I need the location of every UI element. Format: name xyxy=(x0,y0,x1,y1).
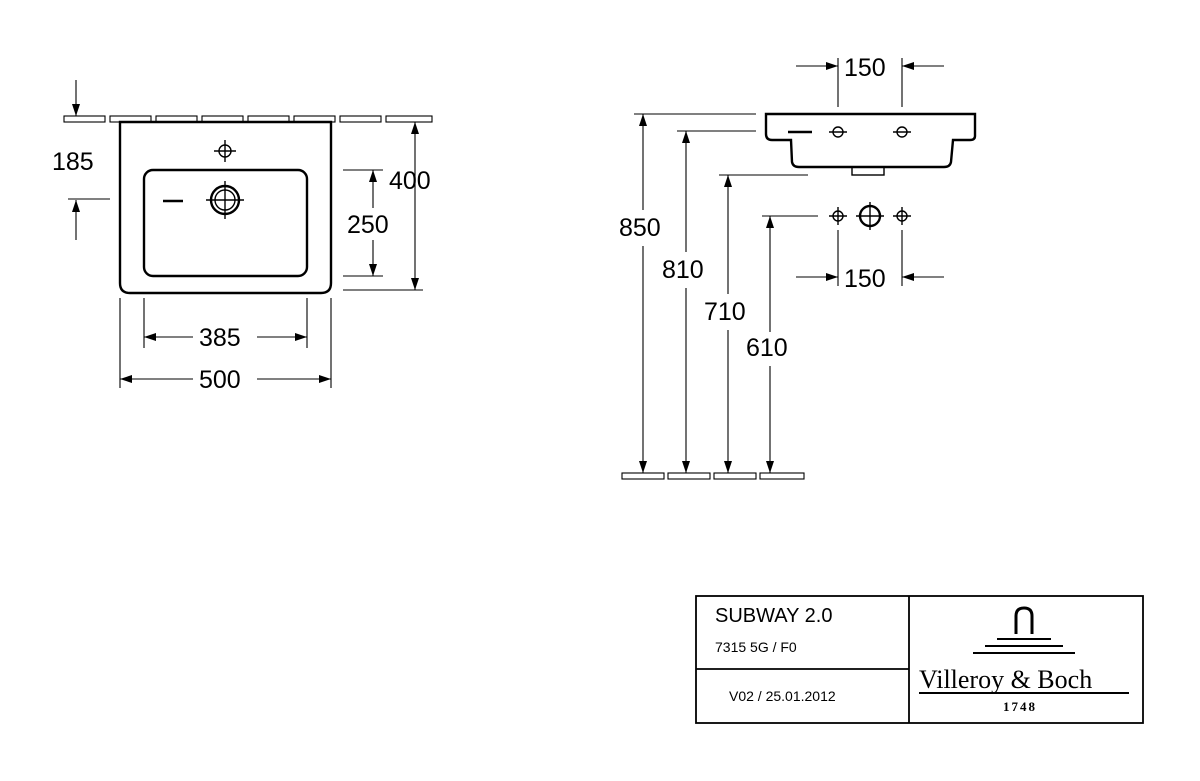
side-view: 150 150 xyxy=(619,54,977,480)
dim-label-185: 185 xyxy=(52,148,94,176)
dim-150-top: 150 xyxy=(796,54,944,107)
dim-label-150-bottom: 150 xyxy=(844,265,886,293)
dim-label-385: 385 xyxy=(199,324,241,352)
basin-profile xyxy=(764,112,977,169)
dim-150-bottom: 150 xyxy=(796,230,944,293)
dim-label-500: 500 xyxy=(199,366,241,394)
dim-500: 500 xyxy=(119,298,332,394)
floor-tiles xyxy=(621,472,805,480)
product-name: SUBWAY 2.0 xyxy=(715,605,832,627)
faucet-logo-icon xyxy=(973,606,1075,654)
supply-connections xyxy=(829,202,911,230)
dim-610: 610 xyxy=(746,215,818,473)
dim-850: 850 xyxy=(619,113,756,473)
version-date: V02 / 25.01.2012 xyxy=(729,688,836,704)
dim-185: 185 xyxy=(52,80,110,240)
article-number: 7315 5G / F0 xyxy=(715,639,797,655)
basin-outline xyxy=(118,120,333,295)
dim-385: 385 xyxy=(143,298,308,352)
siphon-stub xyxy=(851,166,885,176)
dim-label-150-top: 150 xyxy=(844,54,886,82)
dim-400: 400 xyxy=(343,122,431,291)
dim-label-710: 710 xyxy=(704,298,746,326)
top-view: 185 400 250 385 xyxy=(52,80,433,394)
dim-250: 250 xyxy=(343,169,389,277)
crosshair-circle-icon xyxy=(893,126,911,138)
inner-bowl xyxy=(142,168,309,278)
drain-icon xyxy=(206,181,244,219)
dim-label-610: 610 xyxy=(746,334,788,362)
dim-710: 710 xyxy=(704,174,808,473)
dim-label-850: 850 xyxy=(619,214,661,242)
title-block: SUBWAY 2.0 7315 5G / F0 V02 / 25.01.2012… xyxy=(695,595,1144,724)
dim-label-250: 250 xyxy=(347,211,389,239)
dim-label-400: 400 xyxy=(389,167,431,195)
crosshair-circle-icon xyxy=(214,140,236,162)
crosshair-circle-icon xyxy=(829,126,847,138)
brand-year: 1748 xyxy=(1003,699,1037,714)
crosshair-circle-icon xyxy=(856,202,884,230)
brand-name: Villeroy & Boch xyxy=(919,665,1092,694)
dim-label-810: 810 xyxy=(662,256,704,284)
crosshair-circle-icon xyxy=(893,207,911,225)
crosshair-circle-icon xyxy=(829,207,847,225)
dim-810: 810 xyxy=(662,130,756,473)
